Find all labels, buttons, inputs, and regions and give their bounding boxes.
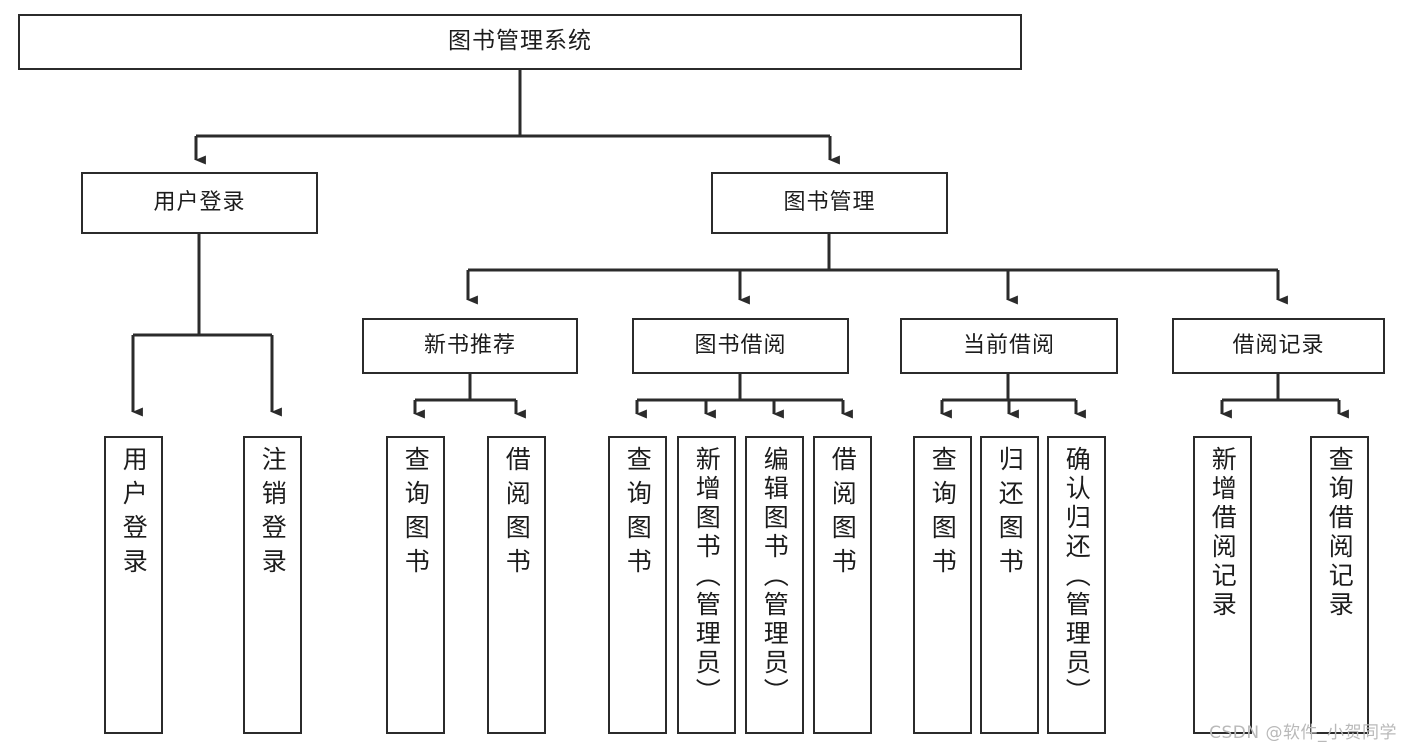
node-label: 借阅图书 [502, 446, 532, 582]
node-leaf-add-book-admin[interactable]: 新增图书（管理员） [677, 436, 736, 734]
node-book-borrowing[interactable]: 图书借阅 [632, 318, 849, 374]
node-label: 新增图书（管理员） [692, 446, 722, 707]
node-label: 编辑图书（管理员） [760, 446, 790, 707]
node-leaf-query-book-borrow[interactable]: 查询图书 [608, 436, 667, 734]
node-label: 归还图书 [995, 446, 1025, 582]
node-new-book-recommendation[interactable]: 新书推荐 [362, 318, 578, 374]
node-leaf-borrow-book-borrow[interactable]: 借阅图书 [813, 436, 872, 734]
node-label: 确认归还（管理员） [1062, 446, 1092, 707]
node-borrowing-record[interactable]: 借阅记录 [1172, 318, 1385, 374]
node-leaf-query-book-current[interactable]: 查询图书 [913, 436, 972, 734]
node-current-borrowing[interactable]: 当前借阅 [900, 318, 1118, 374]
node-book-management[interactable]: 图书管理 [711, 172, 948, 234]
node-label: 查询借阅记录 [1325, 446, 1355, 620]
node-label: 图书管理系统 [448, 28, 592, 55]
node-label: 图书管理 [783, 189, 876, 215]
node-leaf-logout[interactable]: 注销登录 [243, 436, 302, 734]
node-leaf-edit-book-admin[interactable]: 编辑图书（管理员） [745, 436, 804, 734]
node-leaf-confirm-return-admin[interactable]: 确认归还（管理员） [1047, 436, 1106, 734]
node-label: 借阅图书 [828, 446, 858, 582]
node-leaf-user-login[interactable]: 用户登录 [104, 436, 163, 734]
node-label: 图书借阅 [694, 332, 787, 358]
node-label: 注销登录 [258, 446, 288, 582]
node-label: 当前借阅 [962, 332, 1055, 358]
node-label: 查询图书 [928, 446, 958, 582]
node-label: 新书推荐 [423, 332, 516, 358]
node-leaf-borrow-book-new[interactable]: 借阅图书 [487, 436, 546, 734]
node-label: 用户登录 [153, 189, 246, 215]
node-leaf-query-borrow-record[interactable]: 查询借阅记录 [1310, 436, 1369, 734]
node-label: 查询图书 [623, 446, 653, 582]
node-user-login[interactable]: 用户登录 [81, 172, 318, 234]
node-label: 查询图书 [401, 446, 431, 582]
node-leaf-query-book-new[interactable]: 查询图书 [386, 436, 445, 734]
node-label: 借阅记录 [1232, 332, 1325, 358]
node-label: 新增借阅记录 [1208, 446, 1238, 620]
node-label: 用户登录 [119, 446, 149, 582]
node-leaf-return-book[interactable]: 归还图书 [980, 436, 1039, 734]
node-leaf-add-borrow-record[interactable]: 新增借阅记录 [1193, 436, 1252, 734]
node-root-book-management-system[interactable]: 图书管理系统 [18, 14, 1022, 70]
